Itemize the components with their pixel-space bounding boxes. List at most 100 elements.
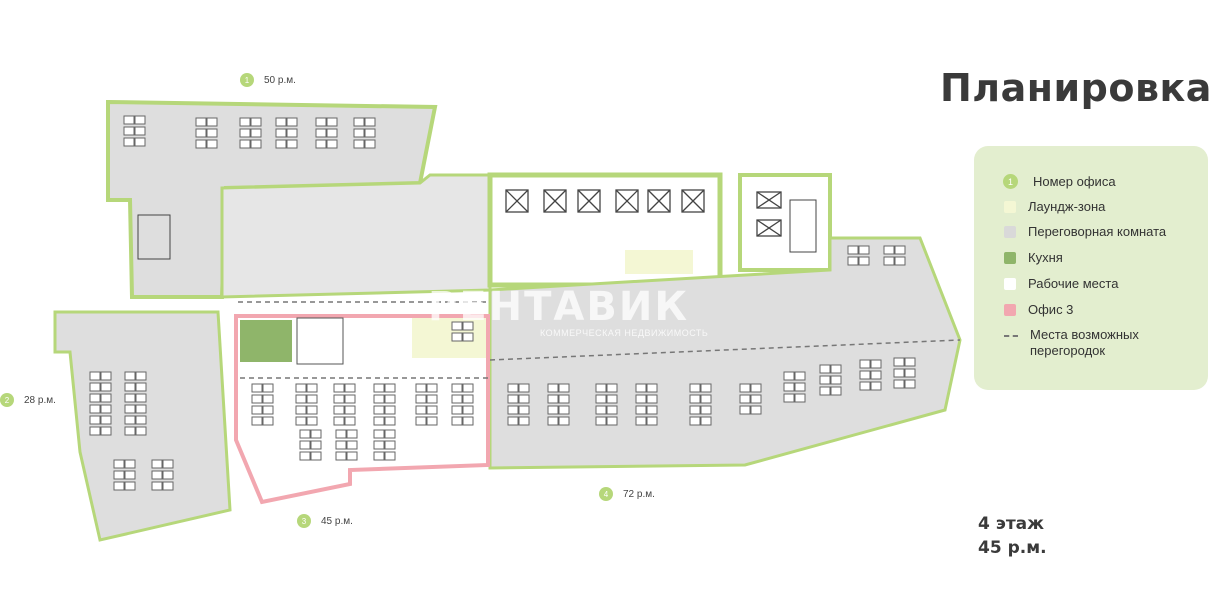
desk: [239, 128, 251, 138]
legend-label: Переговорная комната: [1028, 224, 1167, 239]
kitchen-area: [240, 320, 292, 362]
desk: [384, 429, 396, 439]
desk: [162, 459, 174, 469]
partition-dashed-2: [489, 339, 961, 361]
desk: [462, 405, 474, 415]
desk: [335, 451, 347, 461]
desk: [547, 416, 559, 426]
desk: [299, 451, 311, 461]
desk: [251, 405, 263, 415]
desk: [123, 115, 135, 125]
desk: [124, 404, 136, 414]
meeting-room-office3: [296, 317, 344, 365]
desk: [451, 321, 463, 331]
desk: [462, 416, 474, 426]
desk: [346, 451, 358, 461]
office-marker-4[interactable]: 4 72 р.м.: [599, 487, 655, 501]
desk: [883, 256, 895, 266]
desk: [739, 405, 751, 415]
desk: [893, 368, 905, 378]
desk: [135, 404, 147, 414]
office-number-icon: 2: [0, 393, 14, 407]
office-2-area: [53, 310, 232, 542]
office-seats-label: 72 р.м.: [623, 488, 655, 500]
desk: [151, 459, 163, 469]
desk: [739, 383, 751, 393]
desk: [195, 139, 207, 149]
desk: [295, 394, 307, 404]
desk: [113, 470, 125, 480]
desk: [451, 405, 463, 415]
office-marker-2[interactable]: 2 28 р.м.: [0, 393, 56, 407]
desk: [635, 394, 647, 404]
desk: [518, 383, 530, 393]
desk: [275, 117, 287, 127]
desk: [333, 394, 345, 404]
elevator-shafts: [505, 189, 782, 237]
desk: [100, 415, 112, 425]
desk: [134, 137, 146, 147]
desk: [326, 117, 338, 127]
desk: [310, 451, 322, 461]
desk: [100, 393, 112, 403]
desk: [426, 383, 438, 393]
desk: [870, 370, 882, 380]
desk: [870, 359, 882, 369]
desk: [518, 416, 530, 426]
desk: [344, 383, 356, 393]
desk: [124, 470, 136, 480]
desk: [275, 128, 287, 138]
desk: [689, 383, 701, 393]
desk: [299, 429, 311, 439]
stairs: [137, 199, 817, 260]
desk: [195, 128, 207, 138]
legend-item-kitchen: Кухня: [1004, 250, 1063, 265]
desk: [135, 393, 147, 403]
desk: [858, 245, 870, 255]
desk: [384, 405, 396, 415]
desk: [344, 405, 356, 415]
watermark-tagline: КОММЕРЧЕСКАЯ НЕДВИЖИМОСТЬ: [540, 328, 709, 338]
desk: [830, 386, 842, 396]
legend-panel: 1 Номер офиса Лаундж-зона Переговорная к…: [974, 146, 1208, 390]
desk: [295, 416, 307, 426]
desk: [689, 416, 701, 426]
legend-label: Места возможных перегородок: [1030, 327, 1139, 358]
desk: [595, 394, 607, 404]
desk: [100, 426, 112, 436]
desk: [310, 440, 322, 450]
desk: [819, 364, 831, 374]
office-number-icon: 3: [297, 514, 311, 528]
desk: [462, 394, 474, 404]
dashed-line-icon: [1004, 335, 1018, 337]
desk: [373, 383, 385, 393]
legend-item-lounge: Лаундж-зона: [1004, 199, 1105, 214]
desk: [100, 382, 112, 392]
desk: [364, 139, 376, 149]
desk: [135, 415, 147, 425]
desk: [124, 459, 136, 469]
desk: [384, 416, 396, 426]
legend-item-partitions: Места возможных перегородок: [1004, 327, 1144, 359]
office-marker-3[interactable]: 3 45 р.м.: [297, 514, 353, 528]
desk: [124, 415, 136, 425]
desk: [558, 394, 570, 404]
desk: [373, 416, 385, 426]
desk: [894, 245, 906, 255]
office-marker-1[interactable]: 1 50 р.м.: [240, 73, 296, 87]
desk: [262, 405, 274, 415]
desk: [206, 117, 218, 127]
desk: [870, 381, 882, 391]
desk: [646, 394, 658, 404]
desk: [462, 332, 474, 342]
desk: [262, 383, 274, 393]
desk: [151, 470, 163, 480]
desk: [646, 405, 658, 415]
desk: [462, 383, 474, 393]
desk: [206, 128, 218, 138]
floor-seats: 45 р.м.: [978, 538, 1047, 558]
desk: [462, 321, 474, 331]
desk: [295, 405, 307, 415]
desk: [306, 383, 318, 393]
desk: [250, 128, 262, 138]
